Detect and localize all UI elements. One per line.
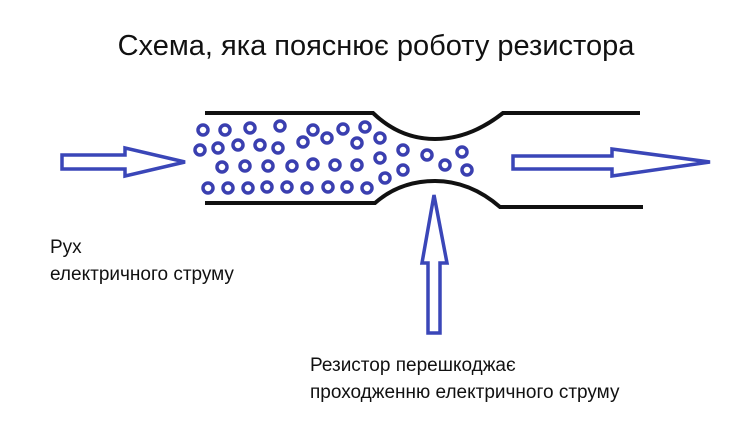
electron-particle [193,143,207,157]
resistance-arrow [419,194,450,335]
electron-particle [396,163,410,177]
electron-particles [193,119,474,195]
electron-particle [350,136,364,150]
electron-particle [271,141,285,155]
current-label-line2: електричного струму [50,264,234,285]
conductor-top-wall [205,111,640,142]
electron-particle [218,123,232,137]
electron-particle [336,122,350,136]
electron-particle [201,181,215,195]
electron-particle [243,121,257,135]
electron-particle [196,123,210,137]
electron-particle [320,131,334,145]
current-in-arrow [60,145,186,179]
electron-particle [438,158,452,172]
electron-particle [280,180,294,194]
resistor-label-line1: Резистор перешкоджає [310,355,516,376]
current-out-arrow [511,147,711,179]
electron-particle [340,180,354,194]
electron-particle [241,181,255,195]
electron-particle [215,160,229,174]
electron-particle [260,180,274,194]
electron-particle [396,143,410,157]
electron-particle [238,159,252,173]
electron-particle [460,163,474,177]
electron-particle [221,181,235,195]
electron-particle [358,120,372,134]
electron-particle [420,148,434,162]
electron-particle [306,157,320,171]
resistor-label-line2: проходженню електричного струму [310,382,620,403]
resistor-label: Резистор перешкоджає проходженню електри… [310,352,619,406]
electron-particle [261,159,275,173]
electron-particle [211,141,225,155]
electron-particle [253,138,267,152]
electron-particle [285,159,299,173]
electron-particle [350,158,364,172]
current-label: Рух електричного струму [50,234,234,288]
electron-particle [328,158,342,172]
electron-particle [273,119,287,133]
conductor-bottom-wall [205,178,643,209]
electron-particle [296,135,310,149]
electron-particle [373,151,387,165]
electron-particle [378,171,392,185]
current-label-line1: Рух [50,237,82,258]
electron-particle [455,145,469,159]
electron-particle [373,131,387,145]
electron-particle [321,180,335,194]
diagram-title: Схема, яка пояснює роботу резистора [117,30,635,62]
electron-particle [300,181,314,195]
electron-particle [360,181,374,195]
electron-particle [306,123,320,137]
electron-particle [231,138,245,152]
